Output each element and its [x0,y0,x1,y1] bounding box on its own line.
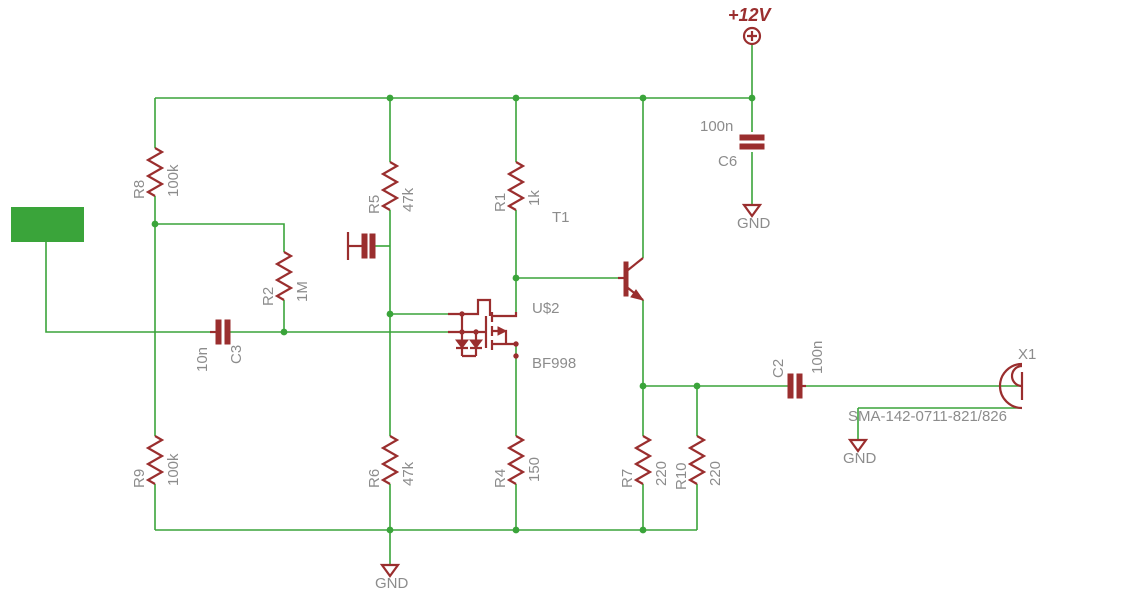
u2-name: U$2 [532,300,560,317]
r2-feed-wire [155,223,285,252]
r8-name: R8 [131,180,148,199]
junction [386,526,394,534]
r2-name: R2 [260,287,277,306]
junction [748,94,756,102]
junction [693,382,701,390]
c6-name: C6 [718,153,737,170]
supply-12v-symbol: +12V [728,5,773,46]
x1-ground-wire [857,407,1022,440]
resistor-r2: R2 1M [260,251,311,306]
r9-value: 100k [165,453,182,486]
mosfet-u2-bf998: U$2 BF998 [448,298,576,372]
r5-value: 47k [400,187,417,212]
r6-value: 47k [400,461,417,486]
resistor-r6: R6 47k [366,435,417,488]
ground-symbol-bottom: GND [375,563,409,592]
r10-name: R10 [673,462,690,490]
r8-value: 100k [165,164,182,197]
r9-name: R9 [131,469,148,488]
t1-name: T1 [552,209,570,226]
resistor-r7: R7 220 [619,435,670,488]
junction [639,382,647,390]
transistor-t1: T1 [552,209,645,301]
junctions [151,94,756,534]
x1-name: X1 [1018,346,1036,363]
wires [45,45,1022,565]
resistor-r9: R9 100k [131,435,182,488]
junction [639,526,647,534]
connector-x1: X1 SMA-142-0711-821/826 [848,346,1036,425]
c3-value: 10n [194,347,211,372]
r7-name: R7 [619,469,636,488]
c2-value: 100n [809,341,826,374]
c2-name: C2 [770,359,787,378]
supply-label: +12V [728,5,773,25]
r2-value: 1M [294,281,311,302]
input-pad [11,207,84,242]
capacitor-c3: 10n C3 [194,319,245,372]
junction [386,94,394,102]
resistor-r8: R8 100k [131,147,182,199]
junction [280,328,288,336]
input-wire [45,242,210,333]
junction [512,94,520,102]
u2-value: BF998 [532,355,576,372]
resistor-r10: R10 220 [673,435,724,490]
junction [639,94,647,102]
r4-name: R4 [492,469,509,488]
r1-name: R1 [492,193,509,212]
gnd-x1-label: GND [843,450,877,467]
resistor-r4: R4 150 [492,435,543,488]
r4-value: 150 [526,457,543,482]
r1-value: 1k [526,190,543,206]
ground-symbol-x1: GND [843,438,877,467]
r5-name: R5 [366,195,383,214]
junction [151,220,159,228]
gnd-bottom-label: GND [375,575,409,592]
junction [512,274,520,282]
capacitor-c6: 100n C6 [700,118,765,170]
junction [386,310,394,318]
c6-value: 100n [700,118,733,135]
c3-name: C3 [228,345,245,364]
r7-value: 220 [653,461,670,486]
junction [512,526,520,534]
resistor-r5: R5 47k [366,161,417,214]
r10-value: 220 [707,461,724,486]
ground-symbol-c6: GND [737,203,771,232]
r6-name: R6 [366,469,383,488]
gnd-c6-label: GND [737,215,771,232]
capacitor-c2: C2 100n [770,341,826,399]
x1-value: SMA-142-0711-821/826 [848,408,1007,425]
resistor-r1: R1 1k [492,161,543,212]
capacitor-gate2-decoupling [346,232,376,260]
